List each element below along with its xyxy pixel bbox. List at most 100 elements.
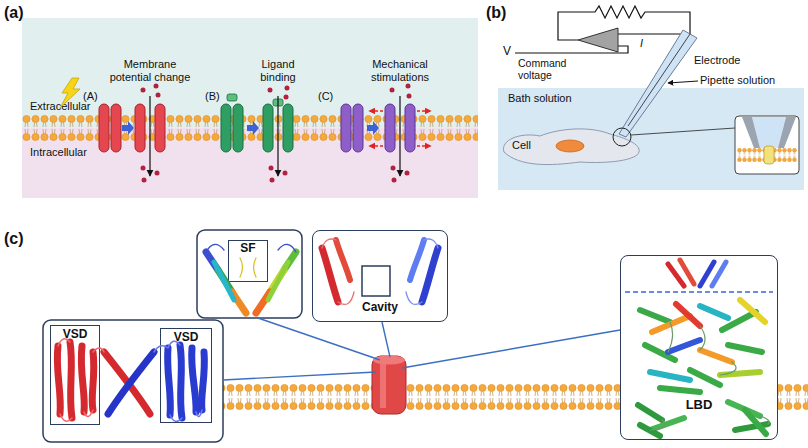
annotation-label: I (640, 37, 643, 50)
domain-box: SF (228, 240, 268, 282)
protein-ribbon (660, 388, 700, 392)
leader-line (223, 318, 620, 380)
transition-arrow (122, 121, 379, 135)
transition-arrow (247, 121, 259, 135)
protein-ribbon (690, 370, 720, 385)
lightning-symbol (60, 78, 80, 108)
amplifier-symbol (578, 28, 618, 52)
protein-ribbon (680, 260, 694, 284)
ion-dot (284, 95, 289, 100)
protein-ribbon (722, 312, 756, 330)
panel-letter: (a) (4, 4, 24, 22)
force-arrow (369, 111, 431, 146)
ion-channel (99, 104, 109, 152)
ion-dot (283, 171, 288, 176)
protein-ribbon (700, 350, 732, 362)
ion-flow-arrow (149, 96, 150, 176)
node-label: LBD (686, 398, 713, 413)
circuit-wire (558, 6, 690, 40)
annotation-label: Pipette solution (700, 74, 775, 87)
leader-arrow (668, 81, 698, 83)
protein-ribbon (422, 248, 438, 302)
force-arrow (369, 145, 383, 146)
zoom-inset (613, 128, 631, 146)
protein-ribbon (322, 248, 338, 302)
annotation-label: (A) (83, 90, 98, 103)
protein-ribbon (154, 341, 202, 421)
ion-dot (407, 94, 412, 99)
transition-arrow (122, 121, 134, 135)
dashed-divider (625, 291, 773, 292)
protein-ribbon (240, 258, 256, 277)
annotation-label: Membrane potential change (106, 58, 194, 83)
ion-channel (221, 104, 231, 152)
protein-ribbon (676, 304, 700, 326)
circuit-wire (515, 6, 690, 53)
protein-ribbon (268, 262, 288, 300)
ion-channel (341, 104, 351, 152)
protein-ribbon (57, 346, 60, 414)
protein-ribbon (712, 262, 726, 286)
leader-line (223, 372, 376, 380)
lightning-symbol (60, 78, 80, 108)
leader-line (258, 318, 380, 360)
ion-dot (155, 171, 160, 176)
zoom-inset (631, 128, 735, 135)
annotation-label: Ligand binding (246, 58, 310, 83)
force-arrow (417, 110, 431, 111)
protein-ribbon (214, 262, 234, 300)
protein-ribbon (154, 341, 202, 421)
ion-channel (341, 104, 415, 152)
protein-ribbon (192, 348, 196, 412)
ligand-symbol (227, 94, 237, 101)
ion-channel (111, 104, 121, 152)
ion-dot (269, 166, 274, 171)
protein-ribbon (650, 322, 769, 430)
protein-ribbon (108, 352, 154, 414)
ion-channel (99, 104, 165, 152)
channel-symbol (373, 356, 405, 365)
ion-dot (405, 171, 410, 176)
amplifier-symbol (578, 28, 618, 52)
ion-channel (233, 104, 243, 152)
ion-channel (283, 104, 293, 152)
zoom-inset (742, 117, 760, 148)
pipette (619, 30, 697, 137)
channel-symbol (372, 356, 406, 415)
node-label: Cavity (362, 301, 398, 315)
protein-ribbon (700, 306, 728, 318)
protein-ribbon (650, 372, 690, 380)
ion-dot (391, 166, 396, 171)
force-arrow (369, 110, 383, 111)
node-label: Intracellular (30, 146, 87, 159)
channel-symbol (372, 356, 406, 414)
nucleus (556, 140, 584, 152)
ion-dot (154, 84, 159, 89)
annotation-label: (C) (318, 90, 333, 103)
protein-ribbon (57, 239, 769, 436)
protein-ribbon (410, 240, 424, 280)
ion-dot (156, 93, 161, 98)
protein-ribbon (81, 346, 84, 412)
pipette (628, 34, 690, 126)
protein-ribbon (206, 244, 296, 252)
panel-letter: (b) (486, 4, 506, 22)
protein-ribbon (638, 405, 662, 420)
annotation-label: Mechanical stimulations (361, 58, 439, 83)
ion-flow-arrow (150, 96, 400, 176)
protein-ribbon (638, 300, 768, 436)
nucleus (556, 140, 584, 152)
ion-dot (390, 88, 395, 93)
zoom-inset (735, 116, 799, 174)
ion-dot (285, 86, 290, 91)
protein-ribbon (640, 310, 670, 322)
force-arrow (417, 145, 431, 146)
zoom-inset (613, 116, 799, 174)
annotation-label: V (503, 45, 511, 59)
protein-ribbon (58, 339, 104, 421)
protein-ribbon (58, 339, 104, 421)
protein-ribbon (168, 348, 171, 415)
dashed-divider (625, 292, 773, 293)
